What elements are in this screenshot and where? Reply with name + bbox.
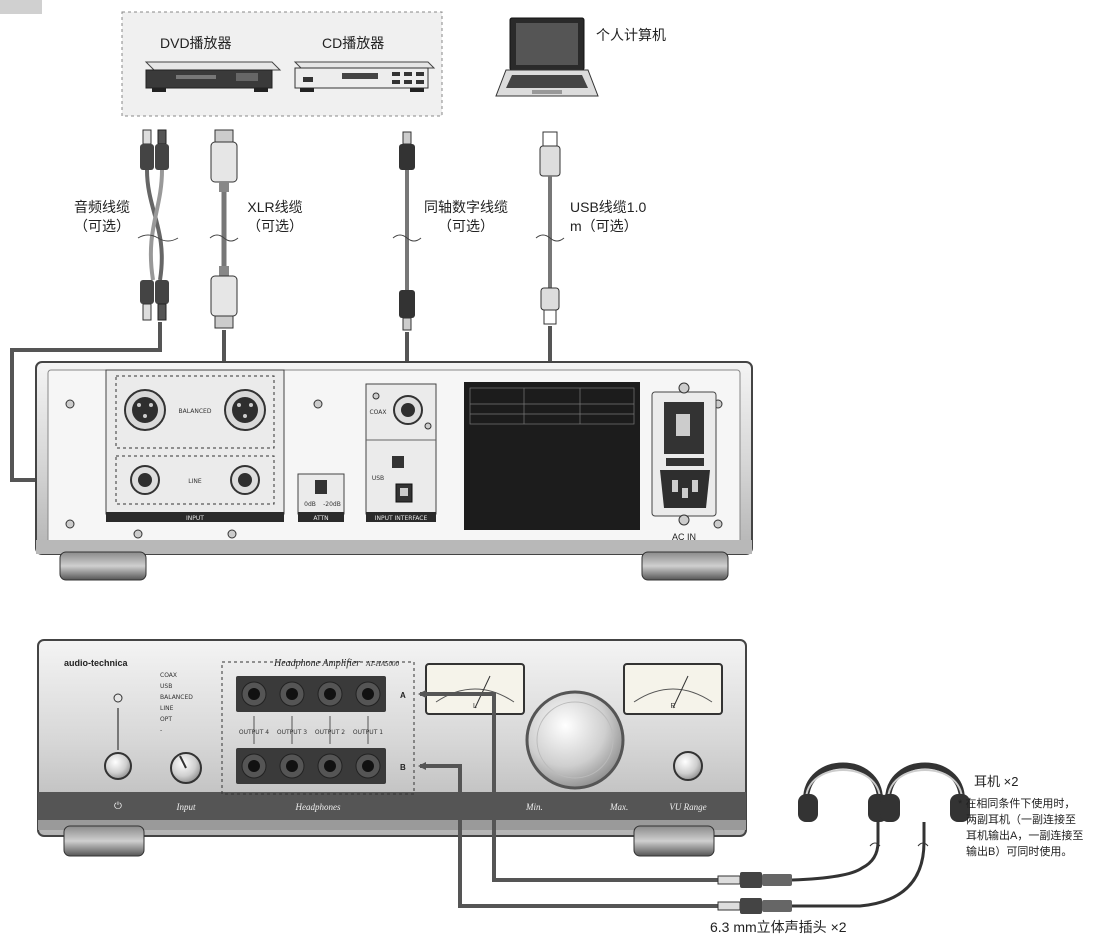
- column-label-3: OUTPUT 1: [353, 729, 383, 736]
- attn-switch: [315, 480, 327, 494]
- dvd-player-icon: [144, 61, 282, 92]
- xlr-cable-icon: [209, 129, 239, 329]
- audio-cable-label: 音频线缆 （可选）: [70, 198, 134, 236]
- laptop-icon: [495, 17, 599, 97]
- usb-cable-note: m（可选）: [570, 218, 638, 234]
- plug-label: 6.3 mm立体声插头 ×2: [710, 919, 847, 935]
- attn-label: ATTN: [313, 515, 328, 522]
- volume-knob: [525, 690, 625, 790]
- audio-cable-name: 音频线缆: [74, 199, 130, 215]
- front-model: AT-HA5000: [365, 660, 400, 668]
- headphones-label: Headphones: [295, 802, 341, 812]
- input-list-5: -: [160, 727, 162, 734]
- headphones-note-line-2: 耳机输出A，一副连接至: [966, 830, 1084, 842]
- pc-label: 个人计算机: [596, 27, 666, 43]
- input-list-0: COAX: [160, 672, 177, 679]
- balanced-label: BALANCED: [179, 408, 212, 415]
- front-panel: ⏻: [37, 639, 747, 857]
- stereo-plug-a-icon: [717, 872, 792, 888]
- xlr-cable-name: XLR线缆: [247, 199, 303, 215]
- max-label: Max.: [609, 802, 628, 812]
- min-label: Min.: [525, 802, 543, 812]
- attn-option-0: 0dB: [304, 501, 316, 508]
- vu-left-label: L: [473, 703, 477, 710]
- front-foot-right: [633, 825, 715, 857]
- coax-cable-name: 同轴数字线缆: [424, 199, 508, 215]
- headphone-left-icon: [791, 762, 888, 882]
- usb-cable-icon: [535, 131, 565, 325]
- column-label-2: OUTPUT 2: [315, 729, 345, 736]
- input-label: INPUT: [186, 515, 204, 522]
- output-a-connection-line: [418, 690, 718, 882]
- xlr-cable-label: XLR线缆 （可选）: [240, 198, 310, 236]
- attn-option-1: -20dB: [323, 501, 341, 508]
- rca-cable-icon: [137, 129, 179, 321]
- dvd-label: DVD播放器: [160, 35, 232, 51]
- spec-label-panel: [464, 382, 640, 530]
- headphone-right-icon: [792, 762, 970, 908]
- cd-player-icon: [293, 61, 436, 92]
- headphones-note-line-0: * 在相同条件下使用时，: [958, 798, 1076, 810]
- headphones-note: * 在相同条件下使用时， 两副耳机（一副连接至 耳机输出A，一副连接至 输出B）…: [958, 796, 1083, 860]
- line-label: LINE: [188, 478, 202, 485]
- headphones-count-label: 耳机 ×2: [974, 774, 1019, 789]
- usb-port-label: USB: [372, 475, 384, 482]
- column-label-1: OUTPUT 3: [277, 729, 307, 736]
- power-button: [104, 752, 132, 780]
- vu-right-label: R: [670, 703, 675, 710]
- input-list-3: LINE: [160, 705, 174, 712]
- headphones-note-line-3: 输出B）可同时使用。: [966, 846, 1073, 858]
- coax-cable-note: （可选）: [438, 218, 494, 234]
- power-icon: ⏻: [114, 801, 122, 812]
- headphones-note-line-1: 两副耳机（一副连接至: [966, 814, 1076, 826]
- ac-in-label: AC IN: [672, 532, 696, 542]
- vu-range-knob: [673, 751, 703, 781]
- coax-cable-icon: [392, 131, 422, 331]
- input-interface-label: INPUT INTERFACE: [375, 515, 428, 522]
- headphone-jacks-a: [241, 681, 381, 707]
- usb-cable-name: USB线缆1.0: [570, 199, 647, 215]
- stereo-plug-b-icon: [717, 898, 792, 914]
- coax-port-label: COAX: [369, 409, 386, 416]
- vu-range-label: VU Range: [669, 802, 706, 812]
- xlr-cable-note: （可选）: [247, 218, 303, 234]
- output-b-connection-line: [418, 762, 718, 908]
- corner-tab: [0, 0, 42, 14]
- row-a-label: A: [400, 691, 406, 700]
- usb-cable-label: USB线缆1.0 m（可选）: [570, 198, 646, 236]
- input-knob-label: Input: [176, 802, 196, 812]
- front-foot-left: [63, 825, 145, 857]
- headphone-jacks-b: [241, 753, 381, 779]
- cd-label: CD播放器: [322, 35, 385, 51]
- input-list-2: BALANCED: [160, 694, 193, 701]
- rear-foot-left: [59, 551, 147, 581]
- brand-logo: audio-technica: [64, 658, 129, 668]
- input-list-4: OPT: [160, 716, 172, 723]
- coax-cable-label: 同轴数字线缆 （可选）: [420, 198, 512, 236]
- input-list-1: USB: [160, 683, 172, 690]
- rear-panel: [35, 361, 753, 581]
- row-b-label: B: [400, 763, 406, 772]
- column-label-0: OUTPUT 4: [239, 729, 269, 736]
- audio-cable-note: （可选）: [74, 218, 130, 234]
- rear-foot-right: [641, 551, 729, 581]
- front-title: Headphone Amplifier: [273, 658, 360, 669]
